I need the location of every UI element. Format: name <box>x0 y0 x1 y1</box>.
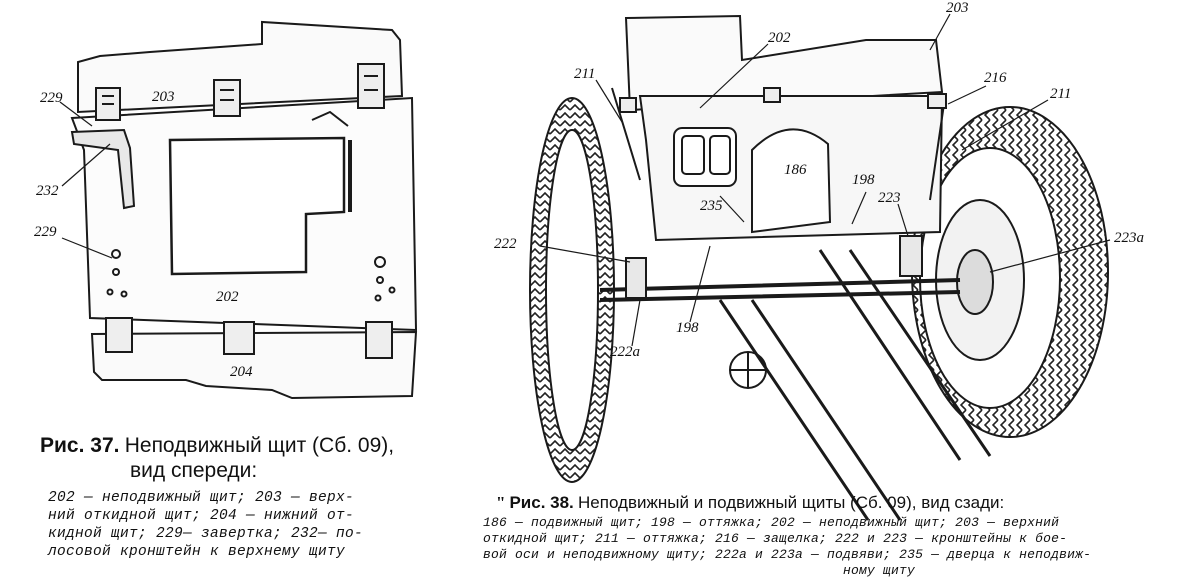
fig38-legend: 186 — подвижный щит; 198 — оттяжка; 202 … <box>483 515 1195 579</box>
label-202-fig38: 202 <box>768 30 791 46</box>
fig37-caption: Рис. 37. Неподвижный щит (Сб. 09), вид с… <box>40 433 460 483</box>
label-229-lower: 229 <box>34 224 57 240</box>
fig38-legend-line: вой оси и неподвижному щиту; 222а и 223а… <box>483 547 1092 562</box>
label-204: 204 <box>230 364 253 380</box>
fig37-legend-line: ний откидной щит; 204 — нижний от- <box>48 508 355 524</box>
fig37-caption-subtitle: вид спереди: <box>130 459 258 482</box>
fig37-caption-number: Рис. 37. <box>40 434 120 457</box>
fig38-caption: "Рис. 38. Неподвижный и подвижный щиты (… <box>496 493 1196 513</box>
label-229-upper: 229 <box>40 90 63 106</box>
fig37-drawing <box>59 20 418 400</box>
label-222a: 222a <box>610 344 640 360</box>
fig37-legend: 202 — неподвижный щит; 203 — верх- ний о… <box>48 489 450 561</box>
fig37-legend-line: лосовой кронштейн к верхнему щиту <box>48 544 346 560</box>
label-216: 216 <box>984 70 1007 86</box>
label-223: 223 <box>878 190 901 206</box>
label-232: 232 <box>36 183 59 199</box>
fig38-caption-number: Рис. 38. <box>509 493 574 512</box>
fig38-margin-mark: " <box>496 493 506 512</box>
label-203-fig38: 203 <box>946 0 969 16</box>
label-235: 235 <box>700 198 723 214</box>
label-186: 186 <box>784 162 807 178</box>
label-223a: 223a <box>1114 230 1144 246</box>
fig38-legend-line: ному щиту <box>843 563 916 578</box>
label-222: 222 <box>494 236 517 252</box>
fig38-drawing <box>529 13 1111 521</box>
fig38-legend-line: 186 — подвижный щит; 198 — оттяжка; 202 … <box>483 515 1060 530</box>
label-198-lower: 198 <box>676 320 699 336</box>
fig38-caption-title: Неподвижный и подвижный щиты (Сб. 09), в… <box>578 493 1005 512</box>
label-202-fig37: 202 <box>216 289 239 305</box>
label-203-fig37: 203 <box>152 89 175 105</box>
fig37-legend-line: кидной щит; 229— завертка; 232— по- <box>48 526 364 542</box>
label-198-upper: 198 <box>852 172 875 188</box>
label-211-right: 211 <box>1050 86 1071 102</box>
fig37-caption-title: Неподвижный щит (Сб. 09), <box>124 434 395 457</box>
fig38-legend-line: откидной щит; 211 — оттяжка; 216 — защел… <box>483 531 1068 546</box>
label-211-left: 211 <box>574 66 595 82</box>
fig37-legend-line: 202 — неподвижный щит; 203 — верх- <box>48 490 355 506</box>
